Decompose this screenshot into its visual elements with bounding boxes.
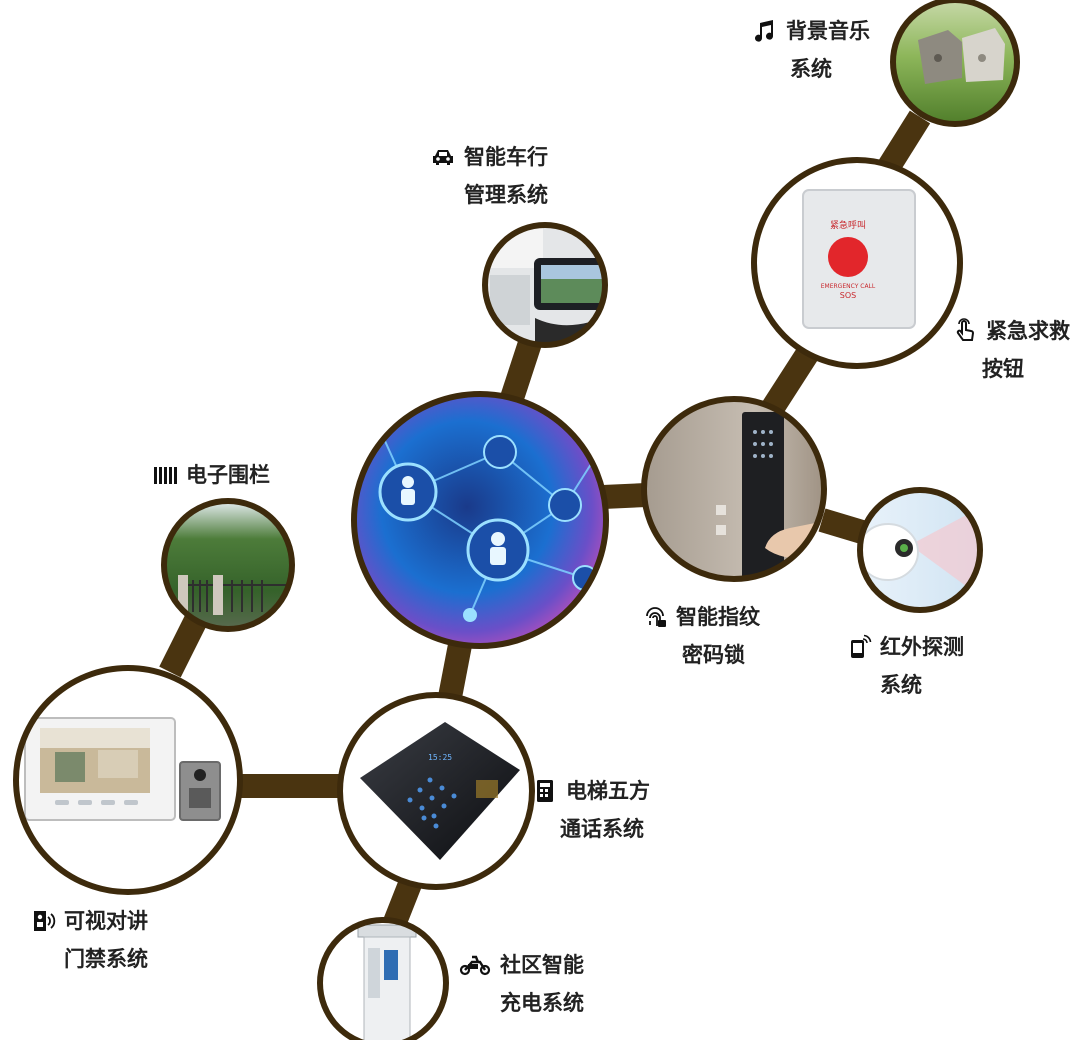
node-hub-network	[351, 391, 609, 649]
scooter-icon	[458, 952, 492, 978]
label-emergency-button-line1: 紧急求救	[986, 319, 1070, 343]
connector-hub-elevator	[438, 642, 472, 700]
connector-lines	[159, 110, 931, 927]
connector-emergency	[759, 346, 819, 419]
label-fingerprint-lock-line2: 密码锁	[682, 643, 745, 667]
emergency-photo-bottom-text: SOS	[840, 291, 856, 300]
label-infrared-detection-line1: 红外探测	[880, 635, 964, 659]
label-elevator-intercom-line1: 电梯五方	[566, 779, 650, 803]
connector-music	[877, 110, 931, 175]
label-background-music: 背景音乐 系统	[752, 12, 870, 88]
phone-signal-icon	[846, 634, 872, 660]
label-fingerprint-lock: 智能指纹 密码锁	[642, 598, 760, 674]
fence-icon	[152, 462, 178, 488]
car-icon	[430, 144, 456, 170]
connector-charging	[383, 879, 422, 927]
label-electronic-fence-line1: 电子围栏	[186, 463, 270, 487]
music-note-icon	[752, 18, 778, 44]
fingerprint-icon	[642, 604, 668, 630]
connector-ir	[818, 508, 866, 544]
node-fingerprint-lock	[641, 396, 827, 582]
label-video-intercom-line1: 可视对讲	[64, 909, 148, 933]
node-elevator-intercom: 15:25	[337, 692, 535, 890]
emergency-photo-top-text: 紧急呼叫	[830, 219, 866, 231]
touch-hand-icon	[952, 318, 978, 344]
label-elevator-intercom: 电梯五方 通话系统	[532, 772, 650, 848]
label-community-charging: 社区智能 充电系统	[458, 946, 584, 1022]
node-emergency-button: 紧急呼叫 EMERGENCY CALL SOS	[751, 157, 963, 369]
label-infrared-detection: 红外探测 系统	[846, 628, 964, 704]
label-community-charging-line1: 社区智能	[500, 953, 584, 977]
node-background-music	[890, 0, 1020, 127]
label-emergency-button-line2: 按钮	[982, 357, 1024, 381]
label-video-intercom-line2: 门禁系统	[64, 947, 148, 971]
elevator-panel-icon	[532, 778, 558, 804]
node-community-charging	[317, 917, 449, 1040]
emergency-photo-mid-text: EMERGENCY CALL	[821, 283, 876, 290]
connector-fence	[159, 614, 207, 678]
node-video-intercom	[13, 665, 243, 895]
keypad-display-text: 15:25	[428, 753, 452, 762]
label-background-music-line2: 系统	[790, 57, 832, 81]
label-emergency-button: 紧急求救 按钮	[952, 312, 1070, 388]
node-smart-parking	[482, 222, 608, 348]
label-fingerprint-lock-line1: 智能指纹	[676, 605, 760, 629]
connector-parking	[500, 339, 542, 402]
label-community-charging-line2: 充电系统	[500, 991, 584, 1015]
label-smart-parking-line1: 智能车行	[464, 145, 548, 169]
intercom-icon	[30, 908, 56, 934]
connector-lock	[602, 483, 647, 509]
node-infrared-detection	[857, 487, 983, 613]
label-smart-parking-line2: 管理系统	[464, 183, 548, 207]
label-infrared-detection-line2: 系统	[880, 673, 922, 697]
label-elevator-intercom-line2: 通话系统	[560, 817, 644, 841]
label-smart-parking: 智能车行 管理系统	[430, 138, 548, 214]
label-background-music-line1: 背景音乐	[786, 19, 870, 43]
label-video-intercom: 可视对讲 门禁系统	[30, 902, 148, 978]
node-electronic-fence	[161, 498, 295, 632]
label-electronic-fence: 电子围栏	[152, 456, 270, 494]
